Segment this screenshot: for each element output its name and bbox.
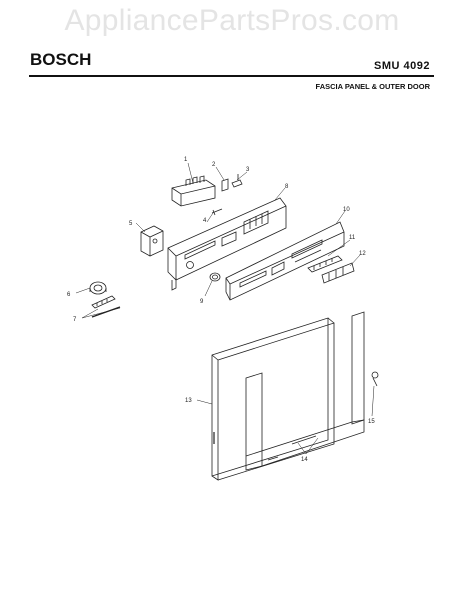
- callout-11: 11: [349, 235, 356, 241]
- callout-1: 1: [184, 157, 188, 163]
- part-1-switch-block: [171, 175, 216, 207]
- part-10-fascia-cover: [225, 221, 345, 301]
- callout-9: 9: [200, 299, 204, 305]
- callout-7: 7: [73, 317, 77, 323]
- part-13-outer-door: [211, 317, 335, 481]
- callout-4: 4: [203, 218, 207, 224]
- callout-10: 10: [343, 207, 350, 213]
- callout-14: 14: [301, 457, 308, 463]
- callout-2: 2: [212, 162, 216, 168]
- callout-3: 3: [246, 167, 250, 173]
- callout-13: 13: [185, 398, 192, 404]
- part-8-fascia-panel: [167, 197, 287, 291]
- section-title: FASCIA PANEL & OUTER DOOR: [315, 82, 430, 91]
- part-7-push-buttons: [91, 295, 121, 318]
- leader-lines: [75, 162, 375, 455]
- callout-8: 8: [285, 184, 289, 190]
- callout-5: 5: [129, 221, 133, 227]
- part-6-knob: [89, 281, 107, 295]
- part-5-switch-housing: [140, 225, 164, 257]
- part-4-screw: [211, 208, 223, 216]
- part-2-bracket: [221, 178, 229, 192]
- callout-6: 6: [67, 292, 71, 298]
- watermark: AppliancePartsPros.com: [64, 4, 400, 37]
- part-12-button-insert: [321, 262, 355, 284]
- part-14-door-frame: [245, 311, 365, 471]
- header-rule: [29, 75, 434, 77]
- part-3-clip: [231, 174, 243, 188]
- model-number: SMU 4092: [374, 60, 430, 72]
- callout-12: 12: [359, 251, 366, 257]
- callout-15: 15: [368, 419, 375, 425]
- part-11-button-strip: [307, 255, 343, 273]
- brand-logo: BOSCH: [30, 50, 92, 69]
- part-15-screw: [371, 371, 379, 387]
- part-9-knob-ring: [209, 272, 221, 282]
